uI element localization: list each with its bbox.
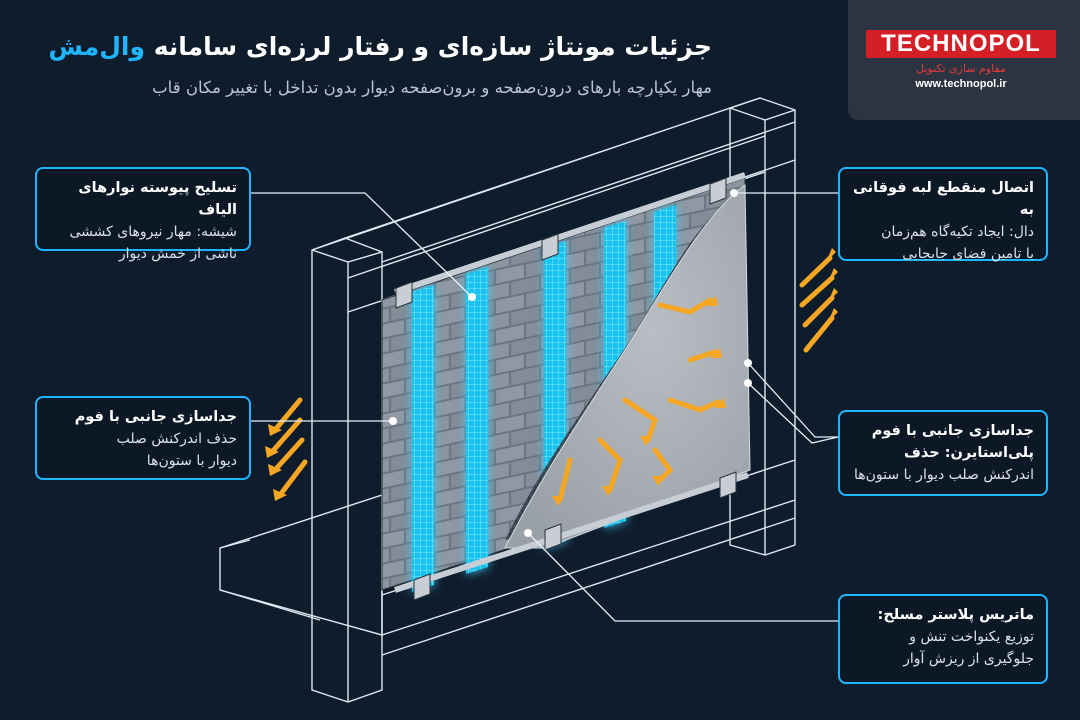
leader-lines bbox=[250, 192, 839, 622]
page-title: جزئیات مونتاژ سازه‌ای و رفتار لرزه‌ای سا… bbox=[48, 30, 712, 64]
callout-fiberglass-strips: تسلیح پیوسته نوارهای الیاف شیشه: مهار نی… bbox=[35, 167, 251, 262]
logo-tagline: مقاوم سازی تکنوپل bbox=[916, 62, 1006, 75]
callout-polystyrene-foam: جداسازی جانبی با فوم پلی‌استایرن: حذف ان… bbox=[838, 410, 1048, 496]
callout-plaster-matrix: ماتریس پلاستر مسلح: توزیع یکنواخت تنش و … bbox=[838, 594, 1048, 684]
callout-side-foam: جداسازی جانبی با فوم حذف اندرکنش صلب دیو… bbox=[35, 396, 251, 480]
callout-title: ماتریس پلاستر مسلح: bbox=[877, 607, 1034, 623]
callout-title: تسلیح پیوسته نوارهای الیاف bbox=[78, 180, 237, 218]
leader-dots bbox=[389, 189, 752, 537]
logo-badge bbox=[866, 30, 1056, 58]
page-subtitle: مهار یکپارچه بارهای درون‌صفحه و برون‌صفح… bbox=[152, 78, 712, 97]
callout-line: حذف اندرکنش صلب bbox=[116, 431, 237, 447]
callout-line: اندرکنش صلب دیوار با ستون‌ها bbox=[854, 467, 1034, 483]
callout-line: توزیع یکنواخت تنش و bbox=[909, 629, 1034, 645]
plaster-layer bbox=[504, 184, 751, 549]
title-main: جزئیات مونتاژ سازه‌ای و رفتار لرزه‌ای سا… bbox=[145, 32, 712, 61]
logo-name: TECHNOPOL bbox=[881, 30, 1041, 57]
logo-url: www.technopol.ir bbox=[915, 78, 1007, 90]
force-arrows bbox=[269, 255, 835, 503]
callout-title: اتصال منقطع لبه فوقانی به bbox=[852, 180, 1034, 218]
callout-line: جلوگیری از ریزش آوار bbox=[903, 651, 1034, 667]
title-accent: وال‌مش bbox=[48, 32, 146, 61]
callout-line: پلی‌استایرن: حذف bbox=[904, 445, 1034, 461]
callout-title: جداسازی جانبی با فوم bbox=[871, 423, 1034, 439]
callout-top-connection: اتصال منقطع لبه فوقانی به دال: ایجاد تکی… bbox=[838, 167, 1048, 262]
logo-panel bbox=[848, 0, 1080, 120]
title-block: جزئیات مونتاژ سازه‌ای و رفتار لرزه‌ای سا… bbox=[48, 30, 712, 64]
force-arrowheads bbox=[265, 248, 838, 506]
top-brackets bbox=[395, 177, 737, 601]
wall-channels bbox=[394, 172, 749, 593]
callout-title: جداسازی جانبی با فوم bbox=[74, 409, 237, 425]
callout-line: دیوار با ستون‌ها bbox=[146, 453, 237, 469]
callout-line: شیشه: مهار نیروهای کششی bbox=[69, 224, 237, 240]
callout-line: دال: ایجاد تکیه‌گاه هم‌زمان bbox=[881, 224, 1034, 240]
callout-line: با تامین فضای جابجایی bbox=[902, 246, 1034, 262]
callout-line: ناشی از خمش دیوار bbox=[118, 246, 237, 262]
